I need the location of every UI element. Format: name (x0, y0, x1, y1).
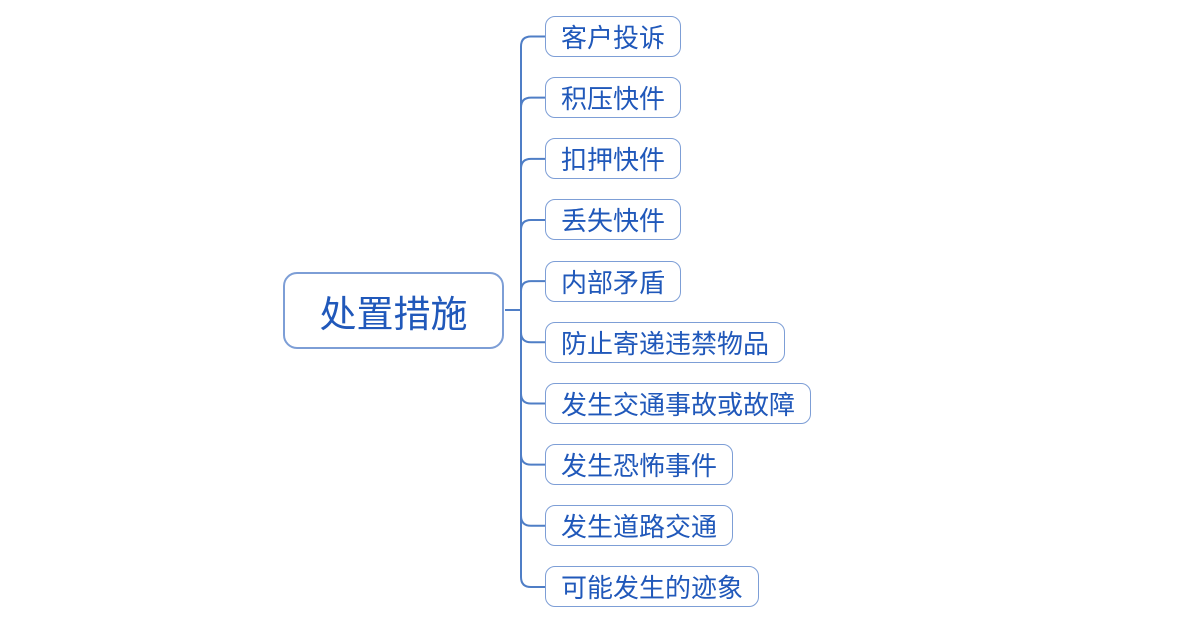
child-node[interactable]: 可能发生的迹象 (545, 566, 760, 608)
child-node[interactable]: 发生道路交通 (545, 505, 734, 547)
child-node-label: 发生恐怖事件 (561, 452, 718, 483)
child-node[interactable]: 发生交通事故或故障 (545, 382, 812, 424)
root-node-label: 处置措施 (319, 292, 468, 336)
child-node-label: 防止寄递违禁物品 (561, 329, 770, 360)
child-node-label: 客户投诉 (561, 24, 666, 54)
root-node[interactable]: 处置措施 (283, 272, 504, 349)
child-node[interactable]: 客户投诉 (545, 16, 682, 57)
child-node-label: 扣押快件 (561, 146, 666, 177)
child-node[interactable]: 防止寄递违禁物品 (545, 321, 786, 363)
child-node[interactable]: 内部矛盾 (545, 260, 682, 302)
child-node[interactable]: 发生恐怖事件 (545, 444, 734, 486)
child-node-label: 内部矛盾 (561, 268, 666, 299)
child-node-label: 发生交通事故或故障 (561, 390, 796, 421)
child-node[interactable]: 积压快件 (545, 77, 682, 119)
child-node-label: 丢失快件 (561, 207, 666, 238)
child-node-label: 可能发生的迹象 (561, 574, 744, 605)
child-node[interactable]: 丢失快件 (545, 199, 682, 241)
child-node[interactable]: 扣押快件 (545, 138, 682, 180)
child-node-label: 积压快件 (561, 85, 666, 116)
child-node-label: 发生道路交通 (561, 513, 718, 544)
